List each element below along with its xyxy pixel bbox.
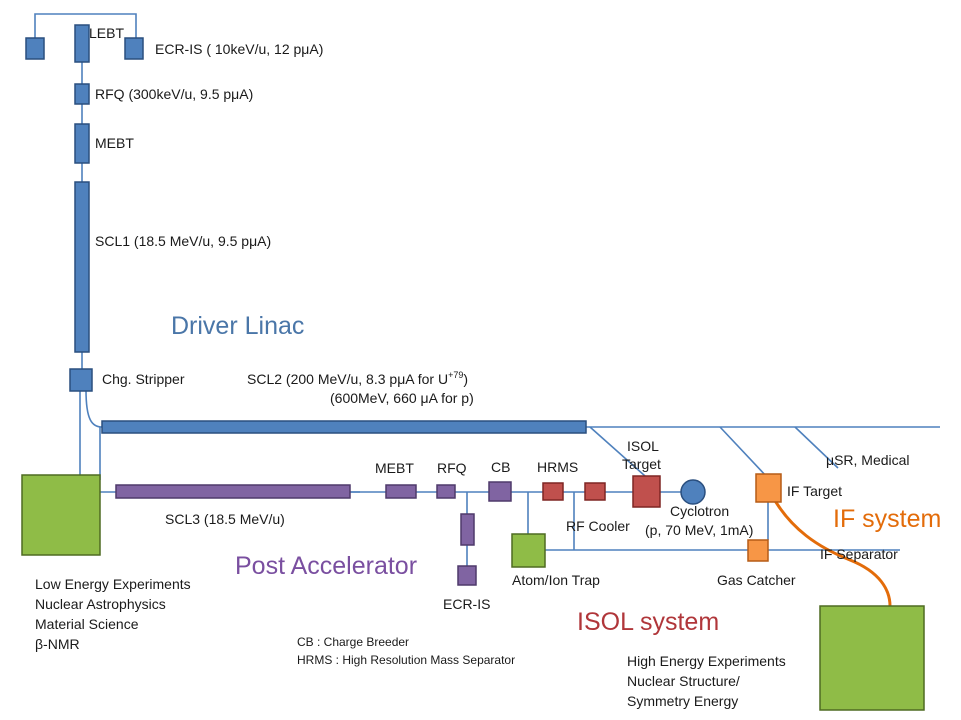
ecr-is-post-block <box>457 565 477 586</box>
cb-label: CB <box>491 459 510 475</box>
if-target-branch <box>719 426 769 479</box>
low-energy-item: Low Energy Experiments <box>35 576 191 592</box>
ecr-is-top-label: ECR-IS ( 10keV/u, 12 pμA) <box>155 41 323 57</box>
atom-ion-trap-block <box>511 533 546 568</box>
isol-system-title: ISOL system <box>577 608 719 636</box>
gas-catcher-block <box>747 539 769 562</box>
isol-target-label-2: Target <box>622 456 661 472</box>
mebt-top-block <box>74 123 90 164</box>
low-energy-item: Nuclear Astrophysics <box>35 596 166 612</box>
charge-breeder-block <box>488 481 512 502</box>
cyclotron-circle <box>680 479 706 505</box>
rfq-top-label: RFQ (300keV/u, 9.5 pμA) <box>95 86 253 102</box>
if-target-block <box>755 473 782 503</box>
isol-target-branch <box>589 426 646 477</box>
high-energy-area-block <box>819 605 925 711</box>
rf-cooler-label: RF Cooler <box>566 518 630 534</box>
rfq-post-block <box>436 484 456 499</box>
ecr-is-top-block <box>124 37 144 60</box>
isol-target-block <box>632 475 661 508</box>
scl2-label-line2: (600MeV, 660 μA for p) <box>330 390 474 406</box>
hrms-block-2 <box>584 482 606 501</box>
experiment-area-blocks <box>21 474 925 711</box>
low-energy-area-block <box>21 474 101 556</box>
driver-linac-title: Driver Linac <box>171 312 304 340</box>
low-energy-item: β-NMR <box>35 636 80 652</box>
low-energy-item: Material Science <box>35 616 139 632</box>
scl3-block <box>115 484 351 499</box>
high-energy-item: Nuclear Structure/ <box>627 673 740 689</box>
driver-linac-blocks <box>25 24 587 434</box>
scl2-label-line1: SCL2 (200 MeV/u, 8.3 pμA for U+79) <box>247 370 468 387</box>
scl3-label: SCL3 (18.5 MeV/u) <box>165 511 285 527</box>
mebt-post-label: MEBT <box>375 460 414 476</box>
legend-hrms: HRMS : High Resolution Mass Separator <box>297 653 515 667</box>
high-energy-list: High Energy Experiments Nuclear Structur… <box>627 653 786 709</box>
post-accelerator-title: Post Accelerator <box>235 552 417 580</box>
rfq-top-block <box>74 83 90 105</box>
mebt-post-block <box>385 484 417 499</box>
scl1-label: SCL1 (18.5 MeV/u, 9.5 pμA) <box>95 233 271 249</box>
scl2-block <box>101 420 587 434</box>
lebt-block <box>74 24 90 63</box>
mebt-top-label: MEBT <box>95 135 134 151</box>
if-system-blocks <box>747 473 782 562</box>
charge-stripper-block <box>69 368 93 392</box>
rfq-post-label: RFQ <box>437 460 467 476</box>
gas-catcher-label: Gas Catcher <box>717 572 796 588</box>
high-energy-item: High Energy Experiments <box>627 653 786 669</box>
legend-cb: CB : Charge Breeder <box>297 635 409 649</box>
musr-branch <box>794 426 839 469</box>
cyclotron-label-1: Cyclotron <box>670 503 729 519</box>
isol-target-label-1: ISOL <box>627 438 659 454</box>
ecr-is-post-label: ECR-IS <box>443 596 490 612</box>
atom-ion-trap-label: Atom/Ion Trap <box>512 572 600 588</box>
if-target-label: IF Target <box>787 483 842 499</box>
ion-source-left-block <box>25 37 45 60</box>
scl1-block <box>74 181 90 353</box>
ion-source-bracket <box>34 13 137 40</box>
if-separator-curve <box>768 491 892 607</box>
hrms-label: HRMS <box>537 459 578 475</box>
cyclotron-label-2: (p, 70 MeV, 1mA) <box>645 522 753 538</box>
abbreviation-legend: CB : Charge Breeder HRMS : High Resoluti… <box>297 635 515 667</box>
ecr-is-post-upper-block <box>460 513 475 546</box>
low-energy-list: Low Energy Experiments Nuclear Astrophys… <box>35 576 191 652</box>
post-accelerator-blocks <box>115 481 512 586</box>
lebt-label: LEBT <box>89 25 124 41</box>
musr-label: μSR, Medical <box>826 452 910 468</box>
if-separator-label: IF Separator <box>820 546 898 562</box>
if-system-title: IF system <box>833 505 941 533</box>
isol-blocks <box>542 475 706 508</box>
chg-stripper-label: Chg. Stripper <box>102 371 185 387</box>
high-energy-item: Symmetry Energy <box>627 693 738 709</box>
hrms-block-1 <box>542 482 564 501</box>
